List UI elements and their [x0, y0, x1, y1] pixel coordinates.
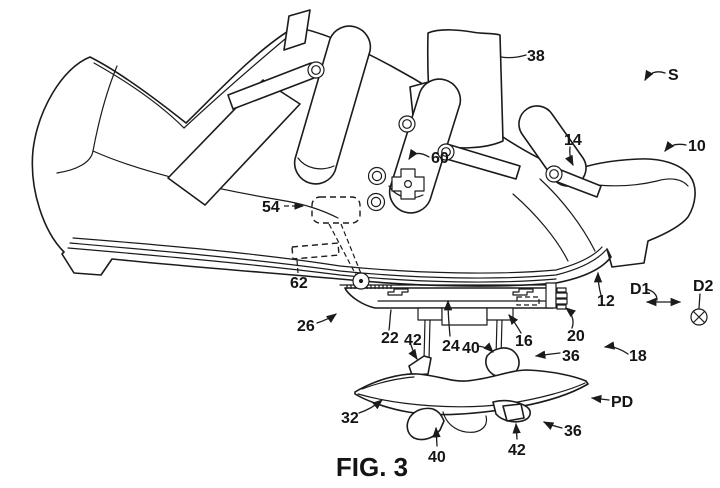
ref-label-36-upper: 36 [562, 348, 580, 365]
ref-label-14: 14 [564, 132, 582, 149]
ref-label-60: 60 [431, 150, 449, 167]
strap1-tip [283, 9, 311, 51]
ref-label-pd: PD [611, 394, 633, 411]
cleat-assembly [339, 272, 568, 378]
ref-label-18: 18 [629, 348, 647, 365]
figure-caption: FIG. 3 [336, 452, 408, 482]
reference-labels: 38 S 10 14 60 54 62 26 22 42 24 40 16 20… [262, 48, 714, 482]
eyelets [366, 166, 387, 212]
strap1-pad [293, 25, 372, 185]
ref-label-20: 20 [567, 328, 585, 345]
pedal [354, 369, 589, 441]
ref-label-42-lower: 42 [508, 442, 526, 459]
hidden-part-54 [311, 196, 361, 224]
pedal-hook-rear [502, 403, 525, 422]
d2-into-page-symbol [690, 308, 708, 326]
ref-label-24: 24 [442, 338, 460, 355]
ref-label-38: 38 [527, 48, 545, 65]
ref-label-32: 32 [341, 410, 359, 427]
hidden-part-62 [291, 223, 363, 277]
ref-label-62: 62 [290, 275, 308, 292]
straps [167, 9, 602, 214]
ref-label-s: S [668, 67, 679, 84]
ref-label-54: 54 [262, 199, 280, 216]
slot-left [387, 288, 409, 296]
cleat-hook-rear [485, 347, 520, 378]
ref-label-40-upper: 40 [462, 340, 480, 357]
ref-label-10: 10 [688, 138, 706, 155]
strap-rings [307, 61, 563, 183]
ref-label-22: 22 [381, 330, 399, 347]
tension-screw [555, 287, 568, 310]
leader-lines [284, 54, 708, 447]
ref-label-d1: D1 [630, 281, 651, 298]
cross-fitting [391, 168, 425, 200]
quarter-panel [167, 79, 301, 206]
slot-right [512, 288, 534, 296]
cleat-plate [344, 287, 554, 309]
cleat-hook-front [408, 355, 432, 376]
ref-label-12: 12 [597, 293, 615, 310]
ref-label-d2: D2 [693, 278, 714, 295]
ref-label-16: 16 [515, 333, 533, 350]
ref-label-40-lower: 40 [428, 449, 446, 466]
ref-label-42-upper: 42 [404, 332, 422, 349]
ref-label-26: 26 [297, 318, 315, 335]
ref-label-36-lower: 36 [564, 423, 582, 440]
pedal-hook-front [406, 407, 445, 441]
